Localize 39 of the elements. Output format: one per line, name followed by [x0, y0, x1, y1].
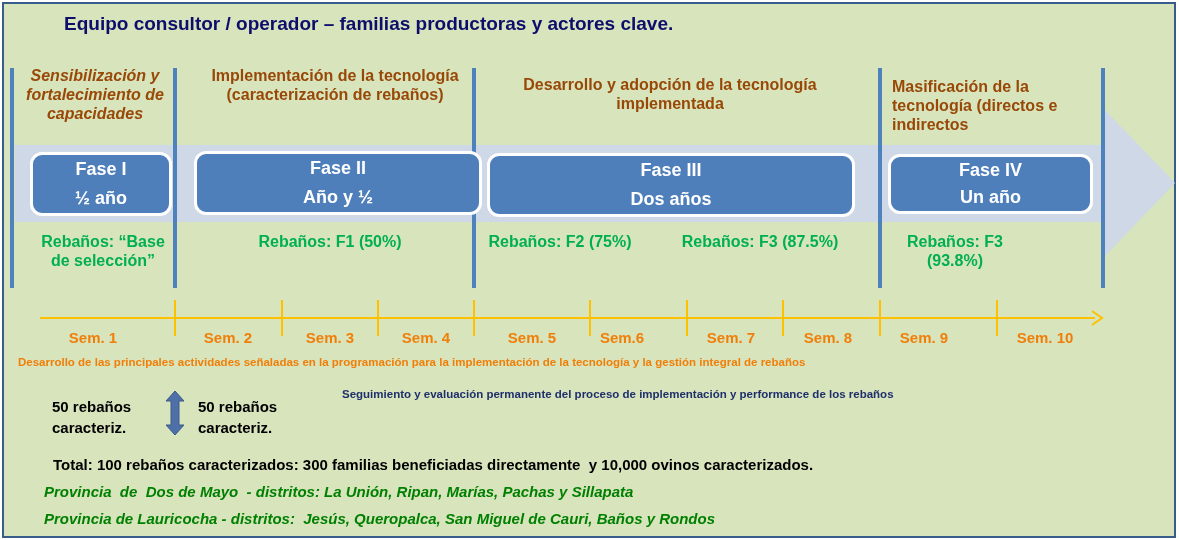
phase-duration: Año y ½ [303, 186, 373, 209]
phase-box [30, 152, 172, 216]
week-label: Sem. 4 [400, 328, 452, 348]
herd-stage-label: Rebaños: F2 (75%) [487, 232, 633, 252]
phase-heading: Sensibilización y fortalecimiento de capacidades [25, 66, 165, 124]
week-label: Sem. 7 [705, 328, 757, 348]
phase-box [888, 154, 1093, 214]
week-label: Sem. 5 [506, 328, 558, 348]
week-label: Sem. 1 [67, 328, 119, 348]
week-label: Sem. 2 [202, 328, 254, 348]
total-note: Total: 100 rebaños caracterizados: 300 familias beneficiadas directamente y 10,000 ovinos caracterizados. [53, 455, 814, 475]
herd-stage-label: Rebaños: F3 (87.5%) [680, 232, 840, 252]
monitoring-note: Seguimiento y evaluación permanente del proceso de implementación y performance de los rebaños [342, 387, 894, 402]
phase-heading: Implementación de la tecnología (caracterización de rebaños) [210, 66, 460, 105]
herd-stage-label: Rebaños: F1 (50%) [257, 232, 403, 252]
phase-heading: Masificación de la tecnología (directos e indirectos [892, 77, 1059, 135]
phase-name: Fase III [640, 159, 702, 182]
province-note: Provincia de Lauricocha - distritos: Jesús, Queropalca, San Miguel de Cauri, Baños y Rondos [44, 509, 715, 529]
week-label: Sem. 10 [1015, 328, 1075, 348]
week-label: Sem.6 [598, 328, 646, 348]
phase-box [194, 151, 482, 215]
week-label: Sem. 9 [898, 328, 950, 348]
phase-name: Fase IV [958, 159, 1022, 182]
week-label: Sem. 3 [304, 328, 356, 348]
week-label: Sem. 8 [802, 328, 854, 348]
herd-count-note: 50 rebaños caracteriz. [198, 397, 279, 438]
phase-box [487, 153, 855, 217]
phase-name: Fase II [310, 157, 366, 180]
province-note: Provincia de Dos de Mayo - distritos: La Unión, Ripan, Marías, Pachas y Sillapata [44, 482, 634, 502]
herd-stage-label: Rebaños: “Base de selección” [40, 232, 166, 271]
phase-heading: Desarrollo y adopción de la tecnología implementada [522, 75, 818, 114]
phase-duration: ½ año [75, 187, 127, 210]
activities-note: Desarrollo de las principales actividades señaladas en la programación para la implementación de la tecnología y la gestión integral de rebaños [18, 355, 807, 370]
phase-name: Fase I [75, 158, 127, 181]
phase-duration: Un año [960, 186, 1021, 209]
diagram-title: Equipo consultor / operador – familias productoras y actores clave. [64, 12, 674, 36]
herd-stage-label: Rebaños: F3 (93.8%) [906, 232, 1004, 271]
herd-count-note: 50 rebaños caracteriz. [52, 397, 133, 438]
phase-duration: Dos años [630, 188, 712, 211]
